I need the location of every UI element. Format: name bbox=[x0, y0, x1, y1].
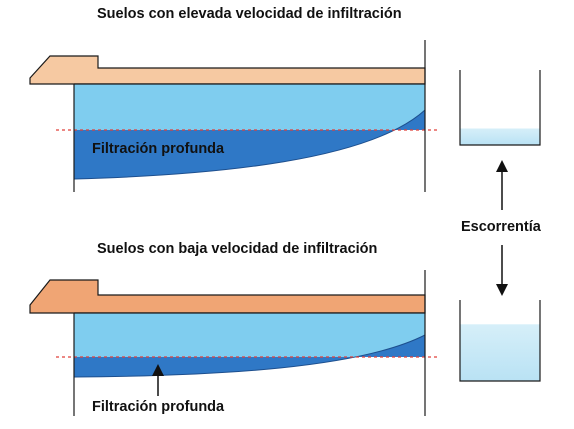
runoff-container-bottom bbox=[459, 300, 541, 382]
deep-filtration-label-bottom: Filtración profunda bbox=[92, 399, 225, 415]
runoff-water-top bbox=[460, 128, 540, 145]
runoff-container-top bbox=[459, 70, 541, 146]
runoff-water-bottom bbox=[460, 324, 540, 381]
soil-layer-bottom bbox=[29, 279, 426, 314]
panel-title-high-infiltration: Suelos con elevada velocidad de infiltra… bbox=[97, 6, 402, 22]
panel-title-low-infiltration: Suelos con baja velocidad de infiltració… bbox=[97, 241, 378, 257]
infiltration-water-top bbox=[74, 84, 425, 130]
panel-low-infiltration bbox=[29, 270, 440, 416]
infiltration-water-bottom bbox=[74, 313, 425, 357]
panel-high-infiltration bbox=[29, 40, 440, 192]
runoff-label: Escorrentía bbox=[461, 219, 541, 235]
deep-filtration-label-top: Filtración profunda bbox=[92, 141, 225, 157]
soil-layer-top bbox=[29, 55, 426, 85]
deep-filtration-zone-top bbox=[74, 110, 425, 179]
